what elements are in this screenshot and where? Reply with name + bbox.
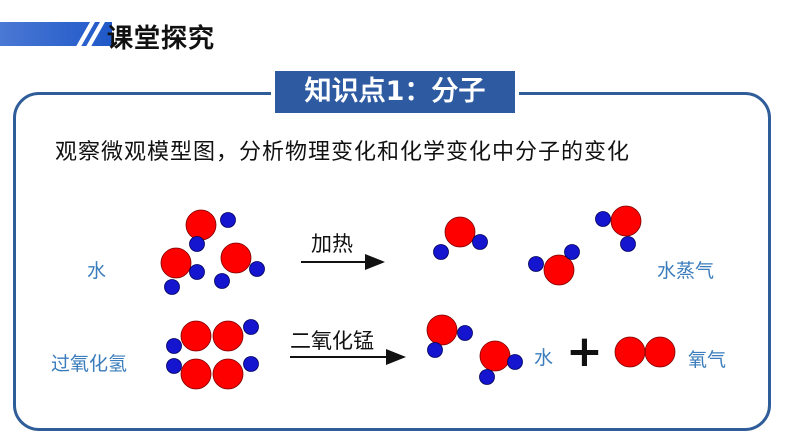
peroxide-molecule-1 <box>166 319 259 354</box>
vapor-molecule-3 <box>528 244 580 286</box>
product-water-molecule-1 <box>426 314 473 358</box>
water-molecule-1 <box>185 209 236 252</box>
plus-sign: + <box>566 326 603 377</box>
peroxide-molecule-2 <box>166 356 259 390</box>
vapor-molecule-1 <box>433 216 488 260</box>
water-vapor-label: 水蒸气 <box>657 260 715 282</box>
heating-condition-label: 加热 <box>311 232 353 256</box>
section-title: 课堂探究 <box>107 24 216 54</box>
catalyst-condition-label: 二氧化锰 <box>290 329 374 353</box>
oxygen-product-label: 氧气 <box>688 349 727 371</box>
water-reactant-label: 水 <box>87 260 107 282</box>
instruction-text: 观察微观模型图，分析物理变化和化学变化中分子的变化 <box>55 140 631 165</box>
oxygen-molecule <box>614 336 676 368</box>
product-water-molecule-2 <box>479 340 523 385</box>
topic-tag: 知识点1：分子 <box>271 67 519 117</box>
water-product-label: 水 <box>534 347 554 369</box>
hydrogen-peroxide-label: 过氧化氢 <box>51 353 128 375</box>
header-stripes-decoration <box>74 22 105 50</box>
water-molecule-2 <box>160 247 205 295</box>
vapor-molecule-2 <box>595 205 642 252</box>
water-molecule-3 <box>214 242 265 289</box>
